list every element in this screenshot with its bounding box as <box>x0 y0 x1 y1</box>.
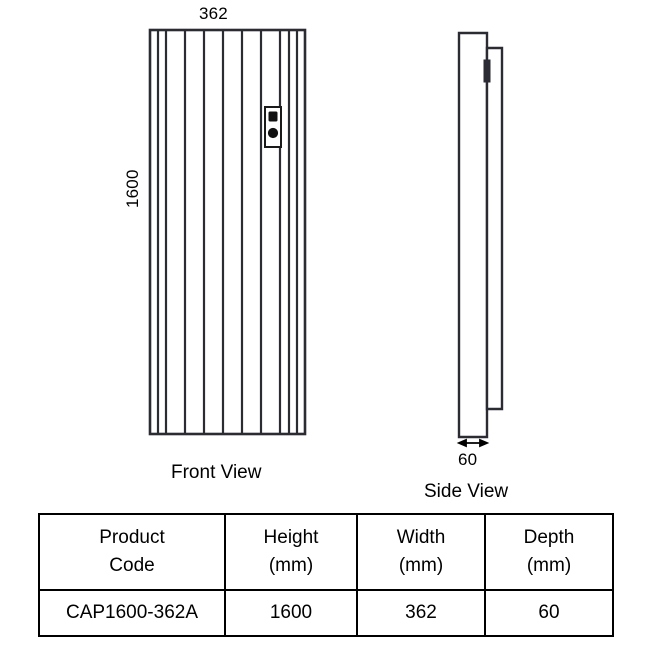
table-row: CAP1600-362A 1600 362 60 <box>38 589 614 637</box>
header-width: Width (mm) <box>356 513 486 591</box>
header-line-2: (mm) <box>398 555 444 576</box>
side-view-main-profile <box>457 31 489 439</box>
display-icon <box>268 111 278 122</box>
knob-icon <box>267 127 279 139</box>
front-view-caption: Front View <box>171 462 262 483</box>
table-header-row: Product Code Height (mm) Width (mm) Dept… <box>38 513 614 591</box>
specification-table: Product Code Height (mm) Width (mm) Dept… <box>38 513 614 637</box>
depth-dimension-arrow <box>456 438 490 448</box>
header-height: Height (mm) <box>224 513 358 591</box>
header-line-1: Width <box>396 527 446 549</box>
side-view-bracket-detail <box>483 59 491 83</box>
header-line-1: Height <box>263 527 319 549</box>
control-panel <box>264 106 282 148</box>
side-view-caption: Side View <box>424 481 509 502</box>
side-view-secondary-profile <box>485 46 504 411</box>
header-line-2: Code <box>109 555 155 576</box>
cell-width: 362 <box>356 589 486 637</box>
header-line-1: Depth <box>523 527 575 549</box>
front-view-group <box>148 28 307 436</box>
width-dimension-label: 362 <box>199 4 228 23</box>
header-line-2: (mm) <box>268 555 314 576</box>
header-depth: Depth (mm) <box>484 513 614 591</box>
side-view-group <box>456 31 504 448</box>
height-dimension-label: 1600 <box>123 169 142 208</box>
front-view-outline <box>148 28 307 436</box>
front-view-panel-lines <box>156 31 299 433</box>
cell-depth: 60 <box>484 589 614 637</box>
header-product-code: Product Code <box>38 513 226 591</box>
cell-product-code: CAP1600-362A <box>38 589 226 637</box>
header-line-1: Product <box>99 527 165 549</box>
depth-dimension-label: 60 <box>458 450 478 469</box>
header-line-2: (mm) <box>526 555 572 576</box>
cell-height: 1600 <box>224 589 358 637</box>
